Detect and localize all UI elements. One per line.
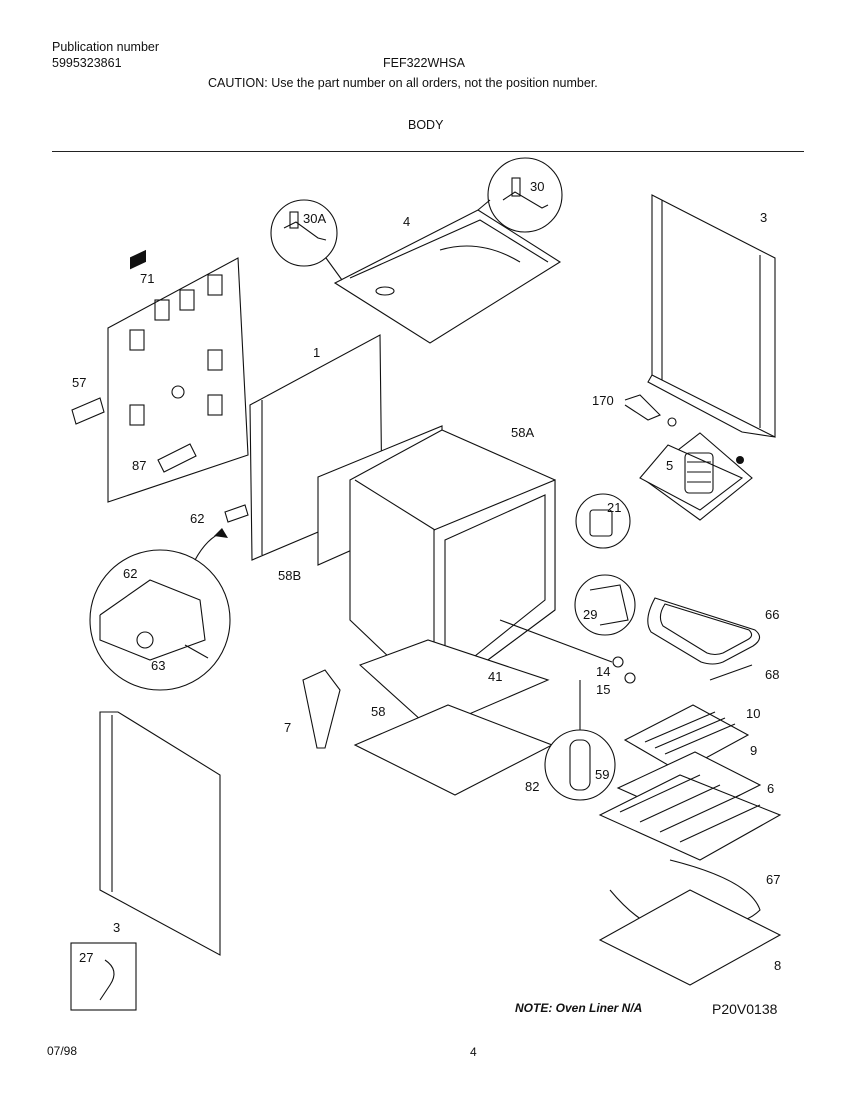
- callout-3-top: 3: [760, 210, 767, 225]
- callout-9: 9: [750, 743, 757, 758]
- callout-5: 5: [666, 458, 673, 473]
- side-panel-bottom-part: [99, 711, 221, 956]
- callout-57: 57: [72, 375, 86, 390]
- callout-58b: 58B: [278, 568, 301, 583]
- model-number: FEF322WHSA: [383, 56, 465, 70]
- callout-68: 68: [765, 667, 779, 682]
- bracket-29-detail: [574, 574, 636, 636]
- callout-27: 27: [79, 950, 93, 965]
- side-panel-right-part: [647, 194, 776, 438]
- callout-30: 30: [530, 179, 544, 194]
- callout-66: 66: [765, 607, 779, 622]
- leveler-170-part: [624, 394, 677, 427]
- callout-58: 58: [371, 704, 385, 719]
- diagram-reference: P20V0138: [712, 1001, 778, 1017]
- cover-57-part: [71, 397, 105, 425]
- bake-element-66-part: [647, 597, 761, 681]
- callout-71: 71: [140, 271, 154, 286]
- callout-62-detail: 62: [123, 566, 137, 581]
- callout-30a: 30A: [303, 211, 326, 226]
- callout-14: 14: [596, 664, 610, 679]
- callout-67: 67: [766, 872, 780, 887]
- callout-58a: 58A: [511, 425, 534, 440]
- bottom-panel-58-part: [358, 639, 550, 731]
- top-panel-part: [333, 209, 562, 344]
- section-title: BODY: [408, 118, 444, 132]
- bracket-30a-detail: [270, 199, 343, 281]
- bracket-87-part: [157, 443, 197, 473]
- callout-59: 59: [595, 767, 609, 782]
- callout-170: 170: [592, 393, 614, 408]
- broil-cover-10-part: [623, 704, 750, 773]
- publication-number-label: Publication number: [52, 40, 160, 54]
- callout-1: 1: [313, 345, 320, 360]
- callout-4: 4: [403, 214, 410, 229]
- clip-27-detail: [70, 942, 137, 1011]
- callout-8: 8: [774, 958, 781, 973]
- callout-15: 15: [596, 682, 610, 697]
- bracket-21-detail: [575, 493, 631, 549]
- publication-number: 5995323861: [52, 56, 122, 70]
- oven-body-part: [317, 425, 556, 702]
- callout-6: 6: [767, 781, 774, 796]
- oven-rack-6-part: [598, 774, 782, 861]
- publication-date: 07/98: [47, 1044, 78, 1058]
- bracket-30-detail: [477, 157, 563, 233]
- callout-3-bottom: 3: [113, 920, 120, 935]
- leveling-leg-5-detail: [639, 432, 753, 521]
- callout-10: 10: [746, 706, 760, 721]
- page-number: 4: [470, 1045, 477, 1059]
- callout-82: 82: [525, 779, 539, 794]
- sensor-14-15-part: [499, 619, 636, 684]
- vent-62-part: [224, 504, 249, 523]
- callout-21: 21: [607, 500, 621, 515]
- bottom-tray-8-part: [598, 889, 782, 986]
- vent-62-detail: [89, 528, 231, 691]
- callout-63: 63: [151, 658, 165, 673]
- caution-text: CAUTION: Use the part number on all orde…: [208, 76, 598, 90]
- callout-62-vent: 62: [190, 511, 204, 526]
- callout-87: 87: [132, 458, 146, 473]
- handle-7-part: [302, 669, 341, 749]
- oven-liner-note: NOTE: Oven Liner N/A: [515, 1001, 643, 1015]
- connector-59-detail: [544, 680, 616, 801]
- callout-29: 29: [583, 607, 597, 622]
- callout-41: 41: [488, 669, 502, 684]
- back-panel-part: [107, 249, 249, 503]
- header-rule: [52, 151, 804, 152]
- callout-7: 7: [284, 720, 291, 735]
